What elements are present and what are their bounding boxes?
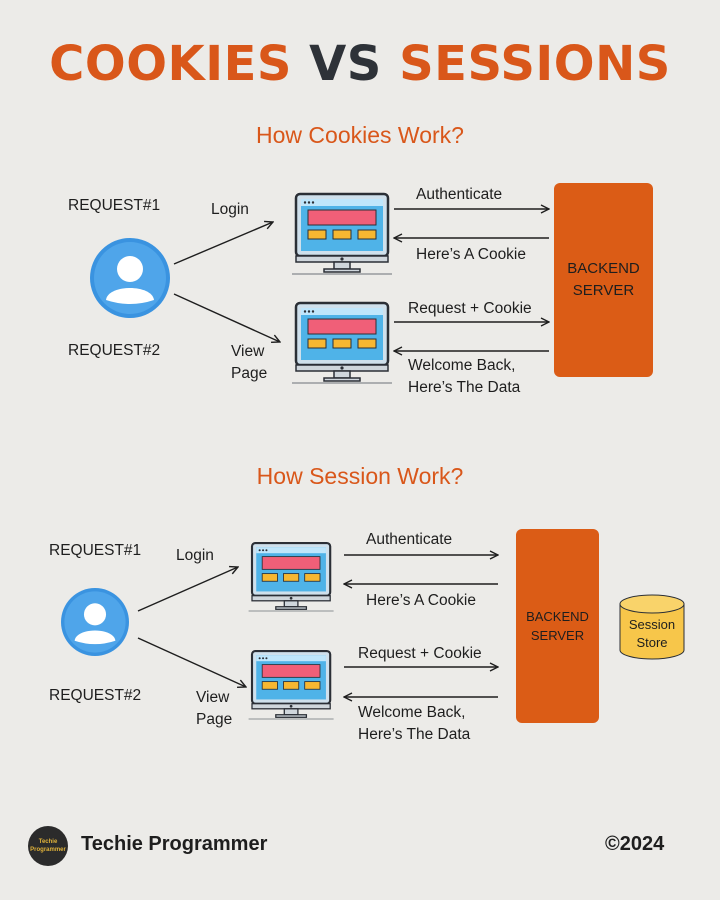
welcome-back-label: Welcome Back, Here’s The Data bbox=[408, 357, 521, 396]
authenticate-label: Authenticate bbox=[366, 531, 453, 548]
backend-server-box: BACKEND SERVER bbox=[516, 529, 599, 723]
session-section-heading: How Session Work? bbox=[256, 463, 464, 489]
request1-label: REQUEST#1 bbox=[68, 197, 161, 214]
heres-cookie-label: Here’s A Cookie bbox=[416, 246, 526, 263]
monitor-icon bbox=[290, 192, 394, 276]
brand-name: Techie Programmer bbox=[81, 833, 268, 855]
login-label: Login bbox=[176, 547, 214, 564]
monitor-icon bbox=[247, 541, 335, 613]
brand-logo: Techie Programmer bbox=[28, 826, 68, 866]
request2-label: REQUEST#2 bbox=[68, 342, 161, 359]
view-page-label: View Page bbox=[196, 689, 233, 728]
copyright-text: ©2024 bbox=[605, 833, 665, 855]
database-icon bbox=[619, 594, 685, 660]
session-store-label: Session Store bbox=[628, 617, 676, 650]
request-cookie-label: Request + Cookie bbox=[358, 645, 482, 662]
authenticate-label: Authenticate bbox=[416, 186, 503, 203]
login-label: Login bbox=[211, 201, 249, 218]
title-sessions: SESSIONS bbox=[399, 36, 671, 92]
page-title: COOKIES VS SESSIONS bbox=[0, 36, 720, 92]
request-cookie-label: Request + Cookie bbox=[408, 300, 532, 317]
user-icon bbox=[61, 588, 129, 656]
title-cookies: COOKIES bbox=[49, 36, 292, 92]
title-vs: VS bbox=[309, 36, 382, 92]
backend-server-box: BACKEND SERVER bbox=[554, 183, 653, 377]
request2-label: REQUEST#2 bbox=[49, 687, 142, 704]
user-icon bbox=[90, 238, 170, 318]
heres-cookie-label: Here’s A Cookie bbox=[366, 592, 476, 609]
view-page-label: View Page bbox=[231, 343, 268, 382]
cookies-section-heading: How Cookies Work? bbox=[256, 122, 464, 148]
monitor-icon bbox=[247, 649, 335, 721]
request1-label: REQUEST#1 bbox=[49, 542, 142, 559]
monitor-icon bbox=[290, 301, 394, 385]
welcome-back-label: Welcome Back, Here’s The Data bbox=[358, 704, 471, 743]
